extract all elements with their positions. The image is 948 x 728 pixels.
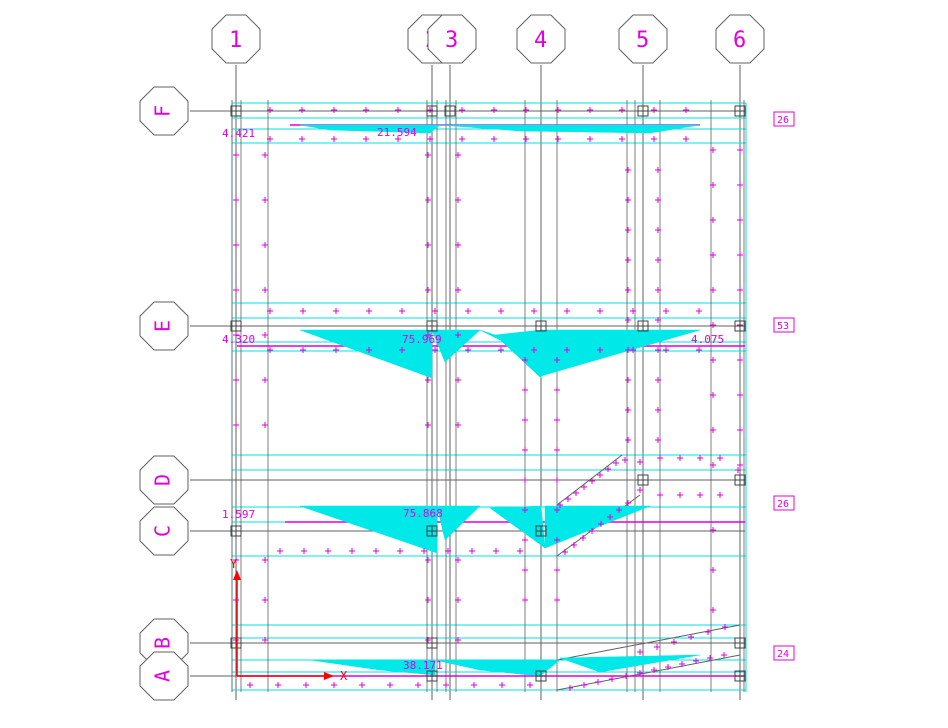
side-label-box [773,495,795,511]
grid-lines [231,100,745,692]
coordinate-axes: Y X [230,557,348,683]
column-bubble-5 [618,14,668,64]
row-bubble-E [139,301,189,351]
moment-diagram-a [559,654,701,673]
row-f-peak-value: 21.594 [377,126,417,139]
row-label-A: A [151,670,175,682]
column-label-4: 4 [534,28,547,53]
column-label-3: 3 [445,28,458,53]
column-label-6: 6 [733,28,746,53]
x-axis-arrow-icon [324,672,334,680]
side-label-row-e: 53 [777,321,789,332]
column-bubble-6 [715,14,765,64]
moment-diagram-f [439,124,701,134]
row-label-F: F [151,105,175,117]
row-bubble-D [139,455,189,505]
row-c-left-value: 1.597 [222,508,255,521]
row-a-peak-value: 38.171 [403,659,443,672]
row-f-left-value: 4.421 [222,127,255,140]
side-label-box [773,645,795,661]
column-label-5: 5 [636,28,649,53]
side-label-row-f: 26 [777,115,789,126]
x-axis-label: X [340,669,348,683]
moment-diagram-e [299,329,433,379]
row-bubble-A [139,651,189,701]
row-label-B: B [151,637,175,649]
side-label-row-a: 24 [777,649,789,660]
y-axis-arrow-icon [233,570,241,580]
side-label-box [773,111,795,127]
plus-markers [233,107,743,691]
row-e-right-value: 4.075 [691,333,724,346]
row-label-D: D [151,474,175,486]
moment-diagram-c [489,505,546,549]
column-label-1: 1 [229,28,242,53]
moment-diagram-e [431,329,481,363]
side-labels: 26 53 26 24 [773,111,795,661]
row-e-peak-value: 75.969 [402,333,442,346]
row-bubble-C [139,506,189,556]
row-bubble-F [139,86,189,136]
side-label-row-c: 26 [777,499,789,510]
moment-diagram-e [479,329,501,341]
row-label-C: C [151,525,175,537]
moment-diagrams [237,124,745,677]
row-grid-bubbles: F E D C B A [139,86,745,701]
diagonal-line [556,624,741,661]
row-e-left-value: 4.320 [222,333,255,346]
column-bubble-4 [516,14,566,64]
column-bubble-3 [427,14,477,64]
moment-diagram-f [299,124,441,134]
side-label-box [773,317,795,333]
column-nodes [230,105,746,682]
moment-diagram-a [309,659,436,676]
moment-value-labels: 4.421 21.594 4.320 75.969 4.075 1.597 75… [222,126,724,672]
row-label-E: E [151,320,175,332]
y-axis-label: Y [230,557,238,571]
moment-diagram-e [540,329,701,377]
row-c-peak-value: 75.868 [403,507,443,520]
moment-diagram-c [436,505,481,541]
column-bubble-1 [211,14,261,64]
moment-diagram-c [544,505,651,549]
column-grid-bubbles: 123456 [211,14,765,700]
